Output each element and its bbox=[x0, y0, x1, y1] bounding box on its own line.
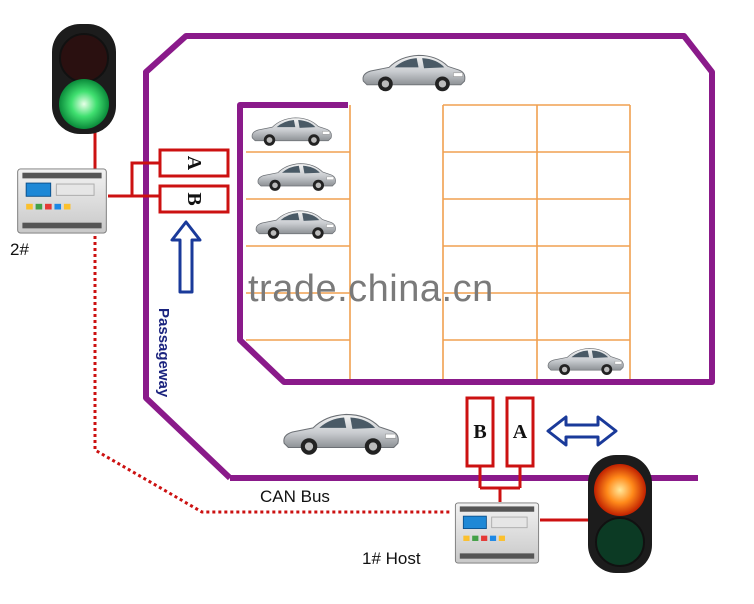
car-right bbox=[547, 348, 624, 376]
sensor-bottom-a-label: A bbox=[513, 421, 528, 443]
sensor-top-a-label: A bbox=[183, 156, 205, 171]
watermark-text: trade.china.cn bbox=[248, 268, 494, 310]
parking-grid-right bbox=[442, 104, 631, 382]
controller-2 bbox=[17, 168, 107, 234]
sensor-top-b bbox=[158, 184, 230, 214]
wiring-bottom bbox=[478, 466, 590, 522]
node-2-label: 2# bbox=[10, 240, 29, 259]
parking-grid-left bbox=[246, 105, 351, 382]
can-bus-label: CAN Bus bbox=[260, 487, 330, 506]
up-arrow-icon bbox=[170, 220, 202, 294]
sensor-group-bottom: B A bbox=[465, 396, 535, 468]
controller-1-host bbox=[454, 502, 540, 564]
outer-wall bbox=[143, 33, 715, 481]
car-left-2 bbox=[257, 163, 336, 192]
red-light-icon bbox=[594, 464, 646, 516]
car-left-1 bbox=[251, 117, 332, 147]
can-bus-line bbox=[93, 236, 452, 514]
sensor-bottom-a bbox=[505, 396, 535, 468]
sensor-bottom-b-label: B bbox=[473, 421, 486, 443]
sensor-top-b-label: B bbox=[183, 192, 205, 205]
traffic-light-bottom-right bbox=[588, 455, 652, 573]
green-light-icon bbox=[59, 79, 109, 129]
car-bottom bbox=[283, 413, 399, 456]
host-label: 1# Host bbox=[362, 549, 421, 568]
sensor-group-top: A B bbox=[158, 148, 230, 214]
traffic-light-top-left bbox=[52, 24, 116, 134]
car-top bbox=[362, 54, 466, 92]
passageway-label: Passageway bbox=[155, 308, 172, 398]
car-left-3 bbox=[255, 210, 336, 240]
double-arrow-icon bbox=[546, 415, 618, 447]
sensor-bottom-b bbox=[465, 396, 495, 468]
